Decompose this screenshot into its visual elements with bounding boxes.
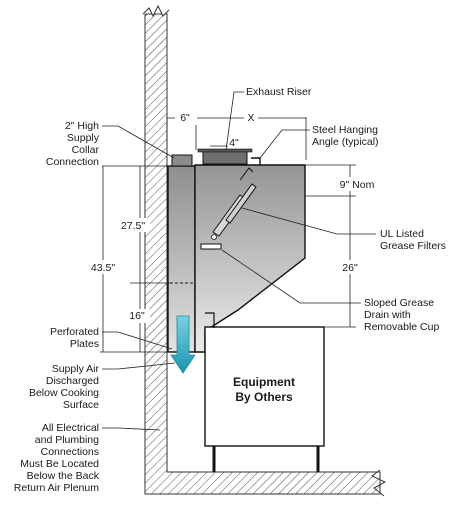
wall-break-line (142, 4, 170, 18)
dim-six-inch: 6" (180, 112, 190, 124)
label-supply-air-1: Supply Air (52, 363, 100, 375)
label-electrical-2: and Plumbing (35, 434, 99, 446)
callout-supply-collar: 2" High Supply Collar Connection (46, 120, 175, 168)
dim-x: X (247, 112, 254, 124)
label-supply-collar-1: 2" High (65, 120, 99, 132)
supply-collar (171, 154, 193, 167)
dim-27-5: 27.5" (121, 220, 145, 232)
dim-16: 16" (129, 310, 145, 322)
equipment-label-line2: By Others (235, 390, 293, 404)
label-supply-collar-3: Collar (72, 144, 100, 156)
label-perforated-1: Perforated (50, 326, 99, 338)
equipment-label-line1: Equipment (233, 375, 295, 389)
equipment-by-others: Equipment By Others (204, 312, 325, 472)
steel-hanging-angle (251, 157, 261, 165)
callout-steel-hanging-angle: Steel Hanging Angle (typical) (259, 124, 379, 159)
label-grease-drain-3: Removable Cup (364, 321, 439, 333)
label-electrical-6: Return Air Plenum (14, 482, 99, 494)
dimension-right: 9" Nom 26" (305, 164, 379, 328)
label-supply-collar-4: Connection (46, 156, 99, 168)
label-steel-hanging-2: Angle (typical) (312, 136, 379, 148)
label-ul-filters-2: Grease Filters (380, 240, 446, 252)
dimension-left: 27.5" 43.5" 16" (88, 165, 172, 353)
dim-four-inch: 4" (229, 137, 239, 149)
label-electrical-5: Below the Back (27, 470, 100, 482)
callout-electrical-plumbing: All Electrical and Plumbing Connections … (14, 422, 161, 494)
grease-filters (211, 167, 257, 240)
label-supply-air-2: Discharged (46, 375, 99, 387)
label-perforated-2: Plates (70, 338, 99, 350)
label-supply-air-3: Below Cooking (29, 387, 99, 399)
label-electrical-4: Must Be Located (20, 458, 99, 470)
callout-supply-air: Supply Air Discharged Below Cooking Surf… (29, 362, 176, 411)
label-supply-collar-2: Supply (67, 132, 100, 144)
wall-and-floor (142, 4, 387, 497)
label-supply-air-4: Surface (63, 399, 99, 411)
dim-26: 26" (342, 262, 358, 274)
callout-grease-drain: Sloped Grease Drain with Removable Cup (221, 249, 439, 333)
label-grease-drain-1: Sloped Grease (364, 297, 434, 309)
dimension-top: 6" X 4" (166, 111, 307, 160)
callout-exhaust-riser: Exhaust Riser (225, 86, 312, 151)
label-ul-filters-1: UL Listed (380, 228, 424, 240)
label-grease-drain-2: Drain with (364, 309, 411, 321)
label-exhaust-riser: Exhaust Riser (246, 86, 312, 98)
label-electrical-3: Connections (41, 446, 99, 458)
callout-perforated-plates: Perforated Plates (50, 326, 173, 350)
grease-drain (200, 243, 222, 250)
callout-grease-filters: UL Listed Grease Filters (241, 207, 446, 252)
hood-body (194, 164, 306, 353)
floor-break-line (371, 469, 387, 497)
dim-43-5: 43.5" (91, 262, 115, 274)
label-steel-hanging-1: Steel Hanging (312, 124, 378, 136)
label-electrical-1: All Electrical (42, 422, 99, 434)
exhaust-riser-flange (197, 148, 253, 153)
dim-nine-nom: 9" Nom (340, 179, 375, 191)
supply-air-arrow (170, 315, 196, 374)
